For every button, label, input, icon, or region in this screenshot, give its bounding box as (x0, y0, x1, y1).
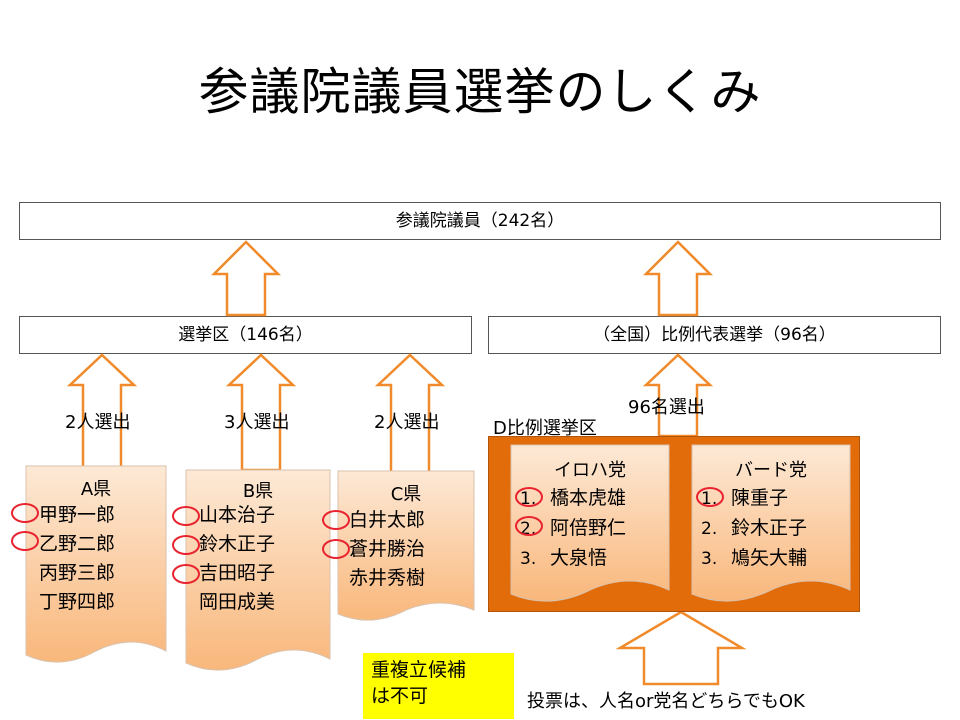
candidate-name: 鈴木正子 (199, 533, 276, 555)
selection-circle-icon (172, 564, 200, 584)
prefecture-b-doc: B県 山本治子 鈴木正子 吉田昭子 岡田成美 (185, 469, 331, 683)
candidate-name: 山本治子 (199, 504, 276, 526)
elected-label-b: 3人選出 (224, 412, 290, 433)
document-shape (185, 469, 331, 671)
candidate-name: 赤井秀樹 (349, 567, 426, 589)
up-arrow-icon (642, 240, 714, 317)
party-name: バード党 (735, 460, 807, 481)
note-line: 重複立候補 (371, 659, 467, 681)
elected-label-c: 2人選出 (374, 412, 440, 433)
candidate-name: 大泉悟 (550, 547, 608, 569)
selection-circle-icon (172, 506, 200, 526)
candidate-name: 橋本虎雄 (550, 487, 627, 509)
list-number: 3. (520, 549, 537, 569)
candidate-name: 丙野三郎 (39, 562, 116, 584)
candidate-name: 蒼井勝治 (349, 538, 426, 560)
page-title: 参議院議員選挙のしくみ (198, 63, 762, 121)
candidate-list: 甲野一郎 乙野二郎 丙野三郎 丁野四郎 (39, 501, 115, 617)
pr-district-label: D比例選挙区 (493, 418, 597, 439)
party-candidate-list: 1.橋本虎雄 2.阿倍野仁 3.大泉悟 (520, 484, 626, 574)
candidate-list: 山本治子 鈴木正子 吉田昭子 岡田成美 (199, 501, 275, 617)
party-name: イロハ党 (554, 460, 626, 481)
candidate-name: 丁野四郎 (39, 591, 116, 613)
list-item: 2. 鈴木正子 (701, 514, 807, 544)
up-arrow-icon (210, 240, 282, 317)
prefecture-c-doc: C県 白井太郎 蒼井勝治 赤井秀樹 (337, 470, 475, 632)
list-number: 3. (701, 549, 718, 569)
candidate-name: 甲野一郎 (39, 504, 116, 526)
candidate-name: 阿倍野仁 (550, 517, 627, 539)
list-item: 3. 鳩矢大輔 (701, 544, 807, 574)
selection-circle-icon (515, 516, 543, 536)
candidate-name: 鈴木正子 (731, 517, 808, 539)
selection-circle-icon (322, 539, 350, 559)
candidate-name: 乙野二郎 (39, 533, 116, 555)
upper-house-members-box: 参議院議員（242名） (19, 202, 941, 240)
prefecture-name: B県 (242, 481, 274, 502)
selection-circle-icon (322, 510, 350, 530)
proportional-election-box: （全国）比例代表選挙（96名） (488, 316, 941, 354)
selection-circle-icon (11, 531, 39, 551)
party-candidate-list: 1.陳重子 2.鈴木正子 3.鳩矢大輔 (701, 484, 807, 574)
duplicate-candidacy-note: 重複立候補 は不可 (363, 653, 514, 719)
elected-label-national: 96名選出 (628, 397, 705, 418)
document-shape (337, 470, 475, 621)
selection-circle-icon (515, 487, 543, 507)
district-election-box: 選挙区（146名） (19, 316, 472, 354)
list-number: 2. (701, 519, 718, 539)
candidate-name: 吉田昭子 (199, 562, 276, 584)
candidate-name: 鳩矢大輔 (731, 547, 808, 569)
prefecture-name: A県 (80, 479, 112, 500)
document-shape (25, 465, 167, 663)
candidate-name: 岡田成美 (199, 591, 276, 613)
document-shape (691, 444, 851, 602)
vote-note: 投票は、人名or党名どちらでもOK (527, 691, 805, 712)
candidate-list: 白井太郎 蒼井勝治 赤井秀樹 (349, 506, 425, 593)
up-arrow-icon (615, 610, 747, 686)
note-line: は不可 (371, 685, 429, 707)
candidate-name: 白井太郎 (349, 509, 426, 531)
candidate-name: 陳重子 (731, 487, 789, 509)
document-shape (510, 444, 670, 602)
list-item: 3. 大泉悟 (520, 544, 626, 574)
selection-circle-icon (696, 487, 724, 507)
elected-label-a: 2人選出 (65, 412, 131, 433)
party-iroha-doc: イロハ党 1.橋本虎雄 2.阿倍野仁 3.大泉悟 (510, 444, 670, 612)
party-bird-doc: バード党 1.陳重子 2.鈴木正子 3.鳩矢大輔 (691, 444, 851, 612)
selection-circle-icon (172, 535, 200, 555)
prefecture-name: C県 (390, 484, 422, 505)
selection-circle-icon (11, 503, 39, 523)
prefecture-a-doc: A県 甲野一郎 乙野二郎 丙野三郎 丁野四郎 (25, 465, 167, 675)
